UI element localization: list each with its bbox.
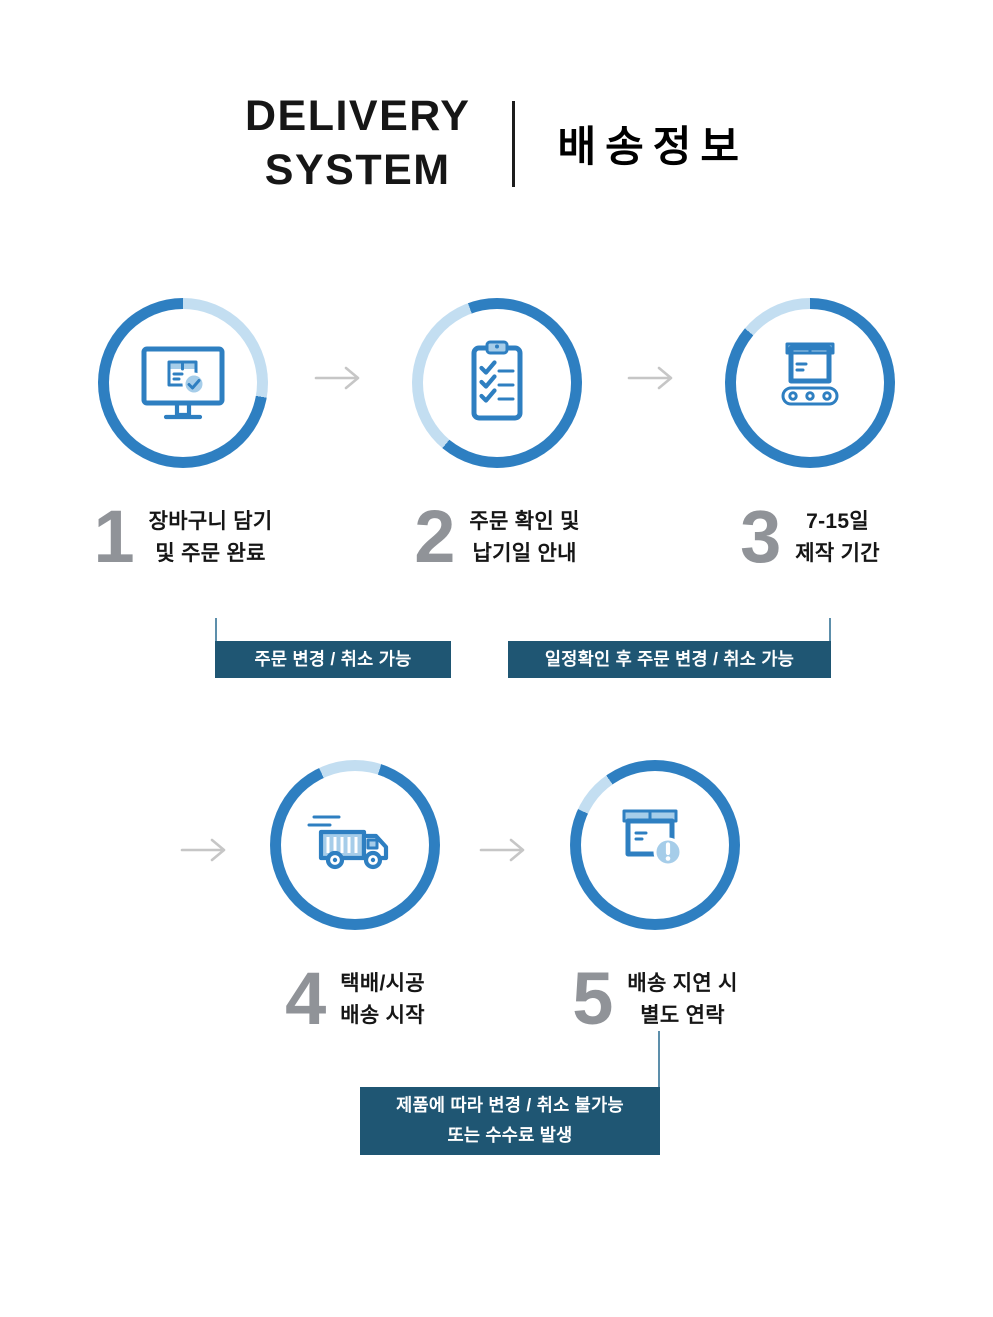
title-line-2: SYSTEM xyxy=(264,145,451,194)
callout-order-change: 주문 변경 / 취소 가능 xyxy=(215,641,451,678)
step-number: 3 xyxy=(740,495,782,579)
arrow-right-icon xyxy=(180,838,226,862)
step-3-info: 3 7-15일 제작 기간 xyxy=(740,495,880,579)
step-5: 5 배송 지연 시 별도 연락 xyxy=(535,760,775,1041)
step-2-progress-ring xyxy=(412,298,582,468)
package-alert-icon xyxy=(622,809,683,867)
step-1-info: 1 장바구니 담기 및 주문 완료 xyxy=(93,495,273,579)
step-4-icon-area xyxy=(281,771,429,919)
package-conveyor-icon xyxy=(781,342,839,406)
step-label: 7-15일 제작 기간 xyxy=(795,510,880,565)
callout-3-connector xyxy=(658,1031,660,1087)
step-2-info: 2 주문 확인 및 납기일 안내 xyxy=(414,495,580,579)
step-1: 1 장바구니 담기 및 주문 완료 xyxy=(63,298,303,579)
step-label: 장바구니 담기 및 주문 완료 xyxy=(148,510,273,565)
step-5-progress-ring xyxy=(570,760,740,930)
step-number: 2 xyxy=(414,495,456,579)
callout-2-connector xyxy=(829,618,831,641)
callout-cancellation-policy: 제품에 따라 변경 / 취소 불가능 또는 수수료 발생 xyxy=(360,1087,660,1155)
step-4-progress-ring xyxy=(270,760,440,930)
step-2-icon-area xyxy=(423,309,571,457)
arrow-right-icon xyxy=(314,366,360,390)
step-5-info: 5 배송 지연 시 별도 연락 xyxy=(572,957,738,1041)
arrow-right-icon xyxy=(479,838,525,862)
step-number: 4 xyxy=(285,957,327,1041)
clipboard-checklist-icon xyxy=(471,340,523,421)
page-title-en: DELIVERY SYSTEM xyxy=(245,90,470,198)
step-3-icon-area xyxy=(736,309,884,457)
arrow-right-icon xyxy=(627,366,673,390)
step-number: 1 xyxy=(93,495,135,579)
step-5-icon-area xyxy=(581,771,729,919)
step-1-icon-area xyxy=(109,309,257,457)
monitor-order-check-icon xyxy=(141,346,225,420)
header-divider xyxy=(512,100,516,187)
step-3: 3 7-15일 제작 기간 xyxy=(690,298,930,579)
step-4-info: 4 택배/시공 배송 시작 xyxy=(285,957,425,1041)
delivery-truck-icon xyxy=(307,815,389,870)
step-label: 주문 확인 및 납기일 안내 xyxy=(469,510,580,565)
title-line-1: DELIVERY xyxy=(244,92,471,140)
step-4: 4 택배/시공 배송 시작 xyxy=(235,760,475,1041)
header: DELIVERY SYSTEM 배송정보 xyxy=(0,90,993,198)
step-1-progress-ring xyxy=(98,298,268,468)
callout-1-connector xyxy=(215,618,217,641)
step-label: 택배/시공 배송 시작 xyxy=(340,972,425,1027)
step-2: 2 주문 확인 및 납기일 안내 xyxy=(377,298,617,579)
step-3-progress-ring xyxy=(725,298,895,468)
callout-schedule-change: 일정확인 후 주문 변경 / 취소 가능 xyxy=(508,641,831,678)
step-label: 배송 지연 시 별도 연락 xyxy=(627,972,738,1027)
step-number: 5 xyxy=(572,957,614,1041)
page-title-ko: 배송정보 xyxy=(557,123,748,171)
